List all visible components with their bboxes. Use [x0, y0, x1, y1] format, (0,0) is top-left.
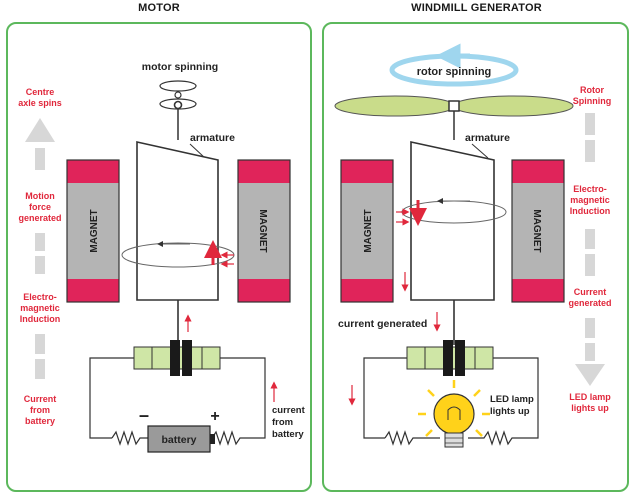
generator-step-2-line-2: magnetic [570, 195, 610, 205]
battery-minus: – [139, 405, 149, 425]
svg-text:battery: battery [272, 429, 304, 440]
motor-current-note: current from battery [272, 405, 306, 440]
motor-step-2-line-3: generated [18, 213, 61, 223]
rotor-blades [334, 95, 574, 117]
generator-step-3-line-1: Current [574, 287, 607, 297]
motor-step-3-line-3: Induction [20, 314, 61, 324]
motor-step-3-line-1: Electro- [23, 292, 57, 302]
motor-armature [136, 141, 219, 301]
generator-armature-label: armature [465, 132, 510, 144]
motor-step-1-line-1: Centre [26, 87, 55, 97]
motor-step-3-line-2: magnetic [20, 303, 60, 313]
motor-step-2-line-1: Motion [25, 191, 55, 201]
generator-commutator [406, 340, 494, 376]
generator-step-2-line-3: Induction [570, 206, 611, 216]
motor-step-2-line-2: force [29, 202, 51, 212]
generator-magnet-right: MAGNET [511, 159, 565, 303]
motor-step-4-line-3: battery [25, 416, 55, 426]
motor-magnet-left: MAGNET [66, 159, 120, 303]
motor-title: MOTOR [138, 2, 180, 14]
generator-step-1-line-2: Spinning [573, 96, 612, 106]
generator-panel [322, 22, 629, 492]
generator-step-labels: Rotor Spinning Electro- magnetic Inducti… [568, 85, 611, 413]
generator-step-4-line-1: LED lamp [569, 392, 611, 402]
generator-step-2-line-1: Electro- [573, 184, 607, 194]
generator-step-1-line-1: Rotor [580, 85, 604, 95]
svg-text:MAGNET: MAGNET [363, 209, 374, 252]
motor-step-4-line-1: Current [24, 394, 57, 404]
svg-text:current: current [272, 405, 306, 416]
generator-step-4-line-2: lights up [571, 403, 609, 413]
motor-step-labels: Centre axle spins Motion force generated… [18, 87, 62, 426]
svg-text:lights up: lights up [490, 406, 530, 417]
rotor-spin-label: rotor spinning [417, 66, 492, 78]
svg-text:from: from [272, 417, 293, 428]
motor-commutator [133, 340, 221, 376]
led-label: LED lamp lights up [490, 394, 534, 417]
svg-text:battery: battery [161, 434, 196, 446]
motor-flow-arrow [25, 118, 55, 379]
generator-step-3-line-2: generated [568, 298, 611, 308]
motor-step-4-line-2: from [30, 405, 50, 415]
generator-armature [410, 141, 495, 301]
motor-battery: battery [147, 425, 215, 453]
svg-text:MAGNET: MAGNET [257, 209, 268, 252]
current-generated-label: current generated [338, 318, 427, 330]
generator-title: WINDMILL GENERATOR [411, 2, 542, 14]
generator-circuit [363, 357, 539, 446]
generator-flow-arrow [575, 113, 605, 386]
motor-armature-label: armature [190, 132, 235, 144]
svg-text:MAGNET: MAGNET [531, 209, 542, 252]
generator-magnet-left: MAGNET [340, 159, 394, 303]
battery-plus: + [210, 408, 219, 425]
svg-text:MAGNET: MAGNET [89, 209, 100, 252]
motor-magnet-right: MAGNET [237, 159, 291, 303]
rotor-spin-icon [389, 43, 519, 87]
motor-step-1-line-2: axle spins [18, 98, 62, 108]
motor-spin-icon [159, 80, 197, 110]
motor-spin-label: motor spinning [142, 61, 218, 73]
svg-text:LED lamp: LED lamp [490, 394, 534, 405]
motor-panel [6, 22, 312, 492]
led-bulb-icon [418, 380, 490, 448]
motor-circuit [89, 357, 266, 446]
